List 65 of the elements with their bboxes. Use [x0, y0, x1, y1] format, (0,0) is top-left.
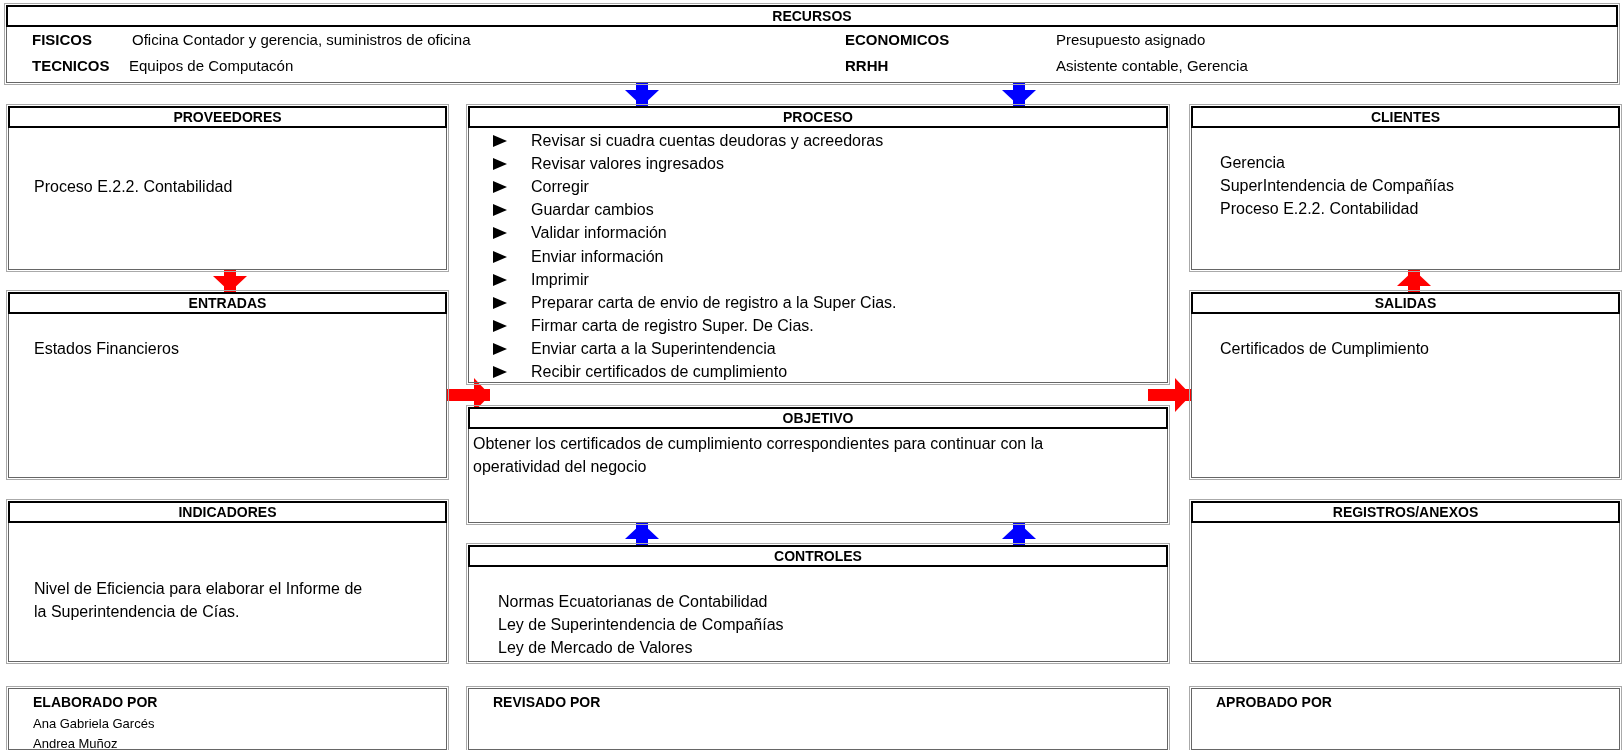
- panel-heading: ENTRADAS: [8, 292, 447, 314]
- block-arrow: [213, 270, 247, 292]
- panel-text: Gerencia: [1220, 153, 1285, 173]
- panel-text: Ley de Mercado de Valores: [498, 638, 693, 658]
- panel-heading: REVISADO POR: [493, 693, 601, 711]
- panel-heading: CLIENTES: [1191, 106, 1620, 128]
- panel: [1191, 501, 1620, 662]
- block-arrow: [1002, 83, 1036, 106]
- panel-heading: PROCESO: [468, 106, 1168, 128]
- panel: [8, 292, 447, 478]
- resource-text: Presupuesto asignado: [1056, 30, 1206, 50]
- block-arrow: [625, 83, 659, 106]
- panel-text: Certificados de Cumplimiento: [1220, 339, 1429, 359]
- panel-text: Guardar cambios: [531, 200, 654, 221]
- panel-text: Firmar carta de registro Super. De Cias.: [531, 315, 814, 336]
- panel-text: Ana Gabriela Garcés: [33, 715, 155, 733]
- panel-text: Proceso E.2.2. Contabilidad: [34, 177, 233, 197]
- panel-text: Recibir certificados de cumplimiento: [531, 362, 788, 382]
- panel-heading: SALIDAS: [1191, 292, 1620, 314]
- panel-text: Revisar valores ingresados: [531, 154, 724, 175]
- block-arrow: [1397, 270, 1431, 292]
- panel-text: Revisar si cuadra cuentas deudoras y acreedoras: [531, 131, 884, 151]
- panel: [468, 106, 1168, 383]
- resource-label: RRHH: [845, 56, 889, 76]
- panel: [6, 5, 1618, 83]
- panel: [8, 688, 447, 750]
- panel: [468, 545, 1168, 662]
- resource-text: Oficina Contador y gerencia, suministros de oficina: [132, 30, 471, 50]
- panel: [8, 501, 447, 662]
- panel-text: Corregir: [531, 177, 589, 198]
- block-arrow: [625, 523, 659, 545]
- panel: [468, 407, 1168, 523]
- panel-text: Nivel de Eficiencia para elaborar el Informe de la Superintendencia de Cías.: [34, 579, 364, 622]
- block-arrow: [1002, 523, 1036, 545]
- resource-label: FISICOS: [32, 30, 92, 50]
- panel-text: Estados Financieros: [34, 339, 179, 359]
- panel-heading: CONTROLES: [468, 545, 1168, 567]
- panel-text: Ley de Superintendencia de Compañías: [498, 615, 784, 635]
- panel-text: SuperIntendencia de Compañías: [1220, 176, 1454, 196]
- resource-text: Asistente contable, Gerencia: [1056, 56, 1248, 76]
- panel-heading: OBJETIVO: [468, 407, 1168, 429]
- panel-text: Obtener los certificados de cumplimiento correspondientes para continuar con la operatividad del negocio: [473, 434, 1045, 477]
- panel-heading: RECURSOS: [6, 5, 1618, 27]
- panel: [1191, 292, 1620, 478]
- panel-text: Enviar información: [531, 246, 664, 267]
- panel: [1191, 688, 1620, 750]
- panel: [1191, 106, 1620, 270]
- panel-heading: APROBADO POR: [1216, 693, 1332, 711]
- panel-text: Imprimir: [531, 269, 589, 290]
- panel-text: Validar información: [531, 223, 667, 244]
- panel: [8, 106, 447, 270]
- panel-heading: PROVEEDORES: [8, 106, 447, 128]
- panel-text: Proceso E.2.2. Contabilidad: [1220, 199, 1419, 219]
- panel-heading: INDICADORES: [8, 501, 447, 523]
- panel-heading: REGISTROS/ANEXOS: [1191, 501, 1620, 523]
- panel: [468, 688, 1168, 750]
- resource-label: ECONOMICOS: [845, 30, 950, 50]
- panel-text: Enviar carta a la Superintendencia: [531, 338, 776, 359]
- panel-text: Preparar carta de envio de registro a la Super Cias.: [531, 292, 897, 313]
- resource-text: Equipos de Computacón: [129, 56, 294, 76]
- block-arrow: [1148, 378, 1191, 412]
- panel-text: Andrea Muñoz: [33, 735, 118, 750]
- panel-heading: ELABORADO POR: [33, 693, 158, 711]
- resource-label: TECNICOS: [32, 56, 110, 76]
- panel-text: Normas Ecuatorianas de Contabilidad: [498, 592, 768, 612]
